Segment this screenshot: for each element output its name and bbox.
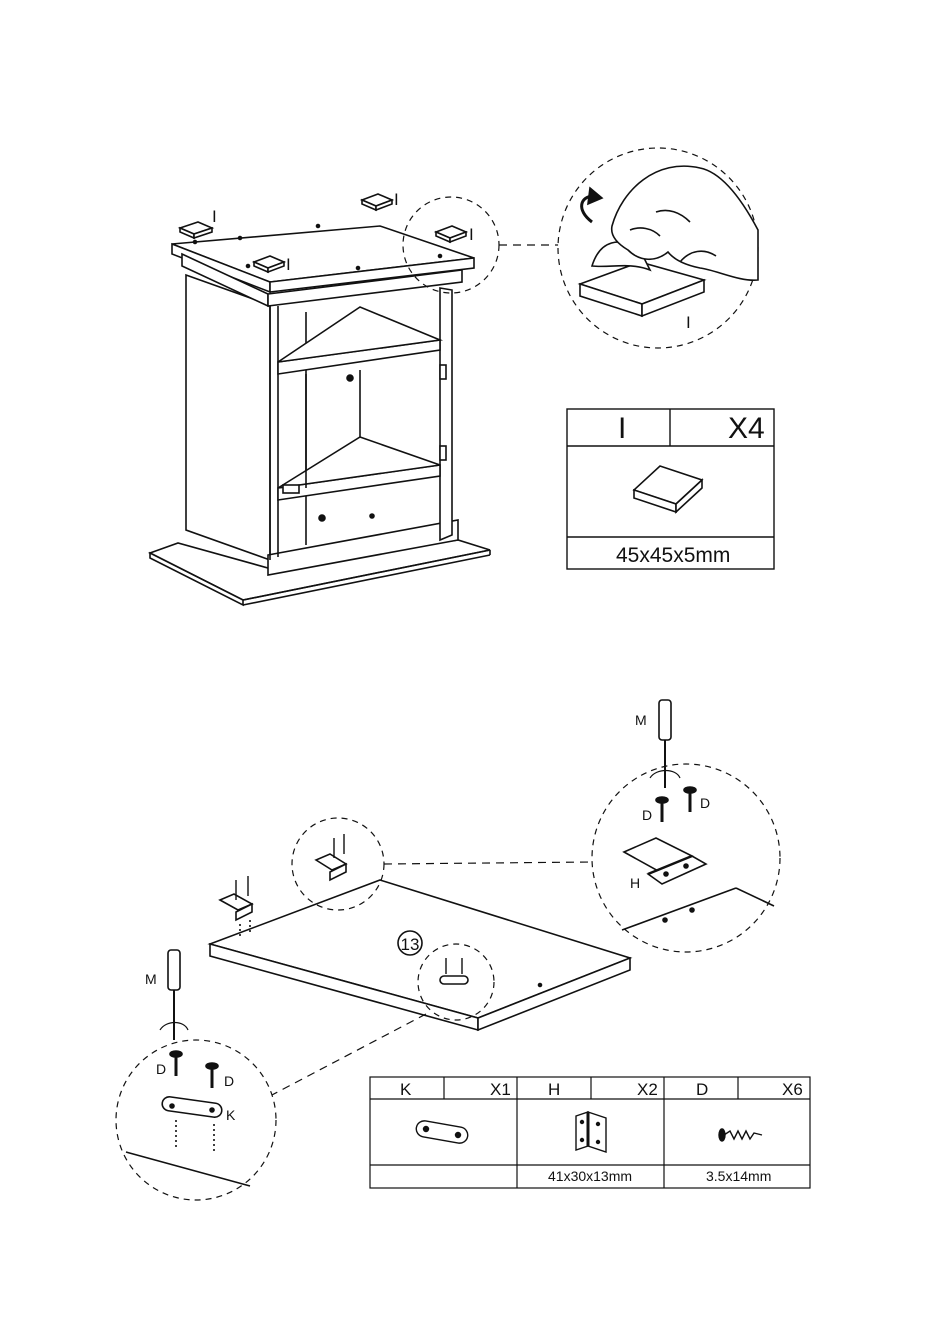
pad-label: I xyxy=(286,255,291,274)
part-qty: X6 xyxy=(782,1080,803,1099)
screw-label: D xyxy=(224,1073,234,1089)
hinge-icon xyxy=(576,1112,606,1152)
part-qty: X2 xyxy=(637,1080,658,1099)
part-id: D xyxy=(696,1080,708,1099)
parts-table-step1: I X4 45x45x5mm xyxy=(567,409,774,569)
part-id: I xyxy=(618,412,626,445)
cabinet-illustration: I I I I xyxy=(150,190,566,605)
detail-pad-label: I xyxy=(686,313,691,332)
part-size: 41x30x13mm xyxy=(548,1168,632,1184)
pad-label: I xyxy=(469,225,474,244)
part-id: K xyxy=(400,1080,412,1099)
screw-label: D xyxy=(156,1061,166,1077)
part-size: 3.5x14mm xyxy=(706,1168,771,1184)
tool-label: M xyxy=(145,971,157,987)
pad-label: I xyxy=(212,207,217,226)
part-size: 45x45x5mm xyxy=(616,544,730,567)
felt-pad-icon xyxy=(180,222,212,238)
pad-label: I xyxy=(394,190,399,209)
screw-label: D xyxy=(642,807,652,823)
parts-table-step2: K X1 H X2 D X6 41x30x13mm 3.5x14mm xyxy=(370,1077,810,1188)
door-panel-illustration: 13 xyxy=(210,818,630,1096)
felt-pad-icon xyxy=(362,194,392,210)
plate-detail: M D D K xyxy=(116,950,276,1200)
screw-label: D xyxy=(700,795,710,811)
hinge-detail: M D D H xyxy=(592,700,780,952)
pad-peel-detail: I xyxy=(558,148,758,348)
tool-label: M xyxy=(635,712,647,728)
mending-plate-icon xyxy=(440,976,468,984)
hinge-icon xyxy=(316,854,346,880)
part-qty: X1 xyxy=(490,1080,511,1099)
hinge-label: H xyxy=(630,875,640,891)
panel-number: 13 xyxy=(401,935,420,954)
felt-pad-icon xyxy=(436,226,466,242)
part-id: H xyxy=(548,1080,560,1099)
plate-label: K xyxy=(226,1107,236,1123)
part-qty: X4 xyxy=(728,412,765,445)
